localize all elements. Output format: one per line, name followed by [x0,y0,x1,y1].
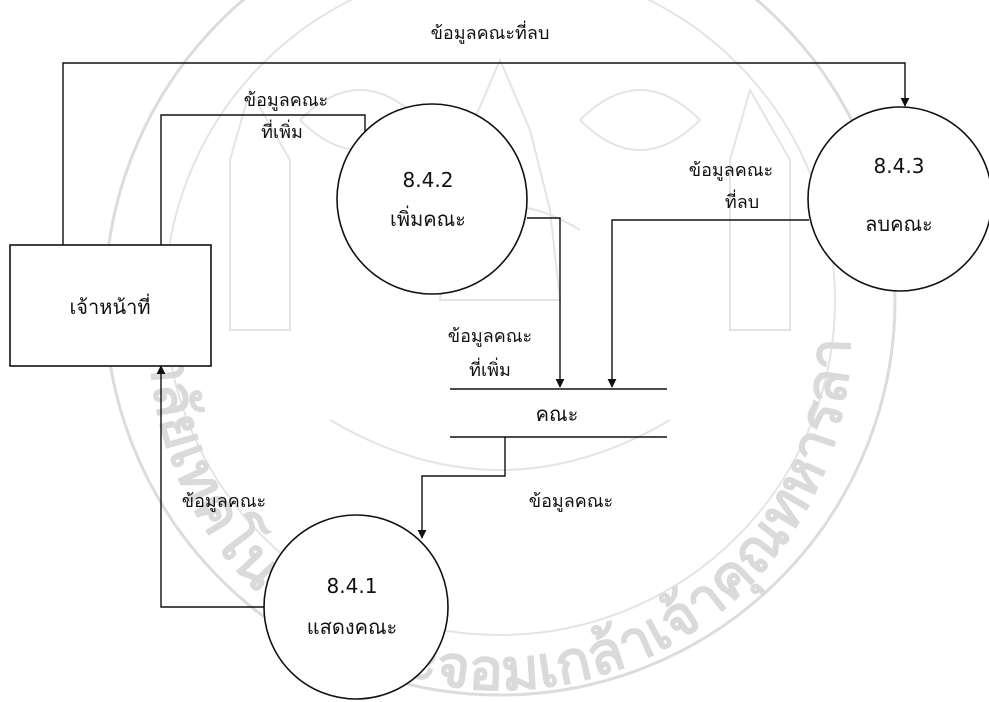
process-label: เพิ่มคณะ [390,205,466,231]
external-entity-staff: เจ้าหน้าที่ [9,244,212,367]
entity-box [9,244,212,367]
flow-label-added-to-store-line2: ที่เพิ่ม [469,357,511,381]
flow-deleted-to-store [607,219,809,388]
entity-label: เจ้าหน้าที่ [69,293,150,319]
seal-left-pagoda [229,87,291,331]
process-label: ลบคณะ [865,212,933,236]
data-store-faculty: คณะ [450,388,667,438]
process-id: 8.4.1 [327,574,378,598]
process-show-faculty: 8.4.1 แสดงคณะ [263,514,449,700]
flow-deleted-top [62,62,910,245]
flow-label-deleted-to-store-line2: ที่ลบ [725,189,759,213]
seal-right-ornament [579,89,702,151]
process-circle [336,103,528,295]
seal-right-pagoda [729,87,791,331]
flow-store-to-show [417,437,506,539]
process-add-faculty: 8.4.2 เพิ่มคณะ [336,103,528,295]
flow-label-show-to-staff: ข้อมูลคณะ [182,491,266,512]
flow-label-deleted-to-store-line1: ข้อมูลคณะ [689,160,773,181]
process-label: แสดงคณะ [307,615,398,639]
flow-label-deleted-top: ข้อมูลคณะที่ลบ [431,20,550,44]
process-circle [807,106,989,292]
process-id: 8.4.2 [403,168,454,192]
seal-lower-swirl [329,419,671,471]
process-id: 8.4.3 [874,154,925,178]
flow-label-added-to-store-line1: ข้อมูลคณะ [448,326,532,347]
store-label: คณะ [536,402,579,426]
flow-label-store-to-show: ข้อมูลคณะ [529,491,613,512]
process-circle [263,514,449,700]
seal-outer-ring [103,0,897,697]
flow-labels: ข้อมูลคณะที่ลบ ข้อมูลคณะ ที่เพิ่ม ข้อมูล… [182,20,773,512]
flow-added-to-store [527,217,565,388]
flow-label-added-to-process-line1: ข้อมูลคณะ [244,90,328,111]
flow-show-to-staff [156,365,264,608]
process-delete-faculty: 8.4.3 ลบคณะ [807,106,989,292]
flow-label-added-to-process-line2: ที่เพิ่ม [261,119,303,143]
